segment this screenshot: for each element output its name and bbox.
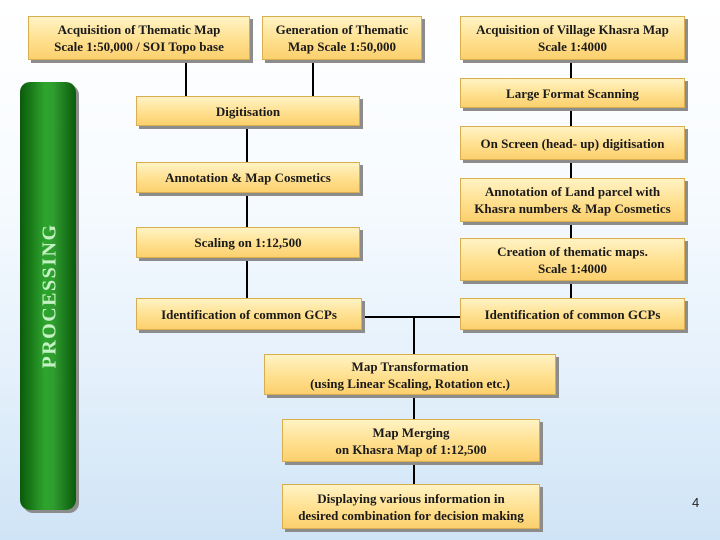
- box-identification-gcps-right: Identification of common GCPs: [460, 298, 685, 330]
- box-creation-thematic-maps: Creation of thematic maps.Scale 1:4000: [460, 238, 685, 281]
- connector-line: [362, 316, 462, 318]
- box-on-screen-digitisation: On Screen (head- up) digitisation: [460, 126, 685, 160]
- box-annotation-map-cosmetics: Annotation & Map Cosmetics: [136, 162, 360, 193]
- page-number: 4: [692, 495, 700, 510]
- connector-line: [413, 462, 415, 484]
- box-map-transformation: Map Transformation(using Linear Scaling,…: [264, 354, 556, 395]
- connector-line: [413, 395, 415, 419]
- connector-line: [246, 193, 248, 227]
- box-identification-gcps-left: Identification of common GCPs: [136, 298, 362, 330]
- box-large-format-scanning: Large Format Scanning: [460, 78, 685, 108]
- connector-line: [246, 258, 248, 298]
- box-digitisation: Digitisation: [136, 96, 360, 126]
- connector-line: [413, 316, 415, 354]
- connector-line: [570, 108, 572, 126]
- box-scaling: Scaling on 1:12,500: [136, 227, 360, 258]
- connector-line: [246, 126, 248, 162]
- connector-line: [570, 222, 572, 238]
- connector-line: [570, 160, 572, 178]
- connector-line: [185, 60, 187, 96]
- connector-line: [570, 60, 572, 78]
- processing-sidebar: [20, 82, 76, 510]
- connector-line: [312, 60, 314, 96]
- connector-line: [570, 281, 572, 298]
